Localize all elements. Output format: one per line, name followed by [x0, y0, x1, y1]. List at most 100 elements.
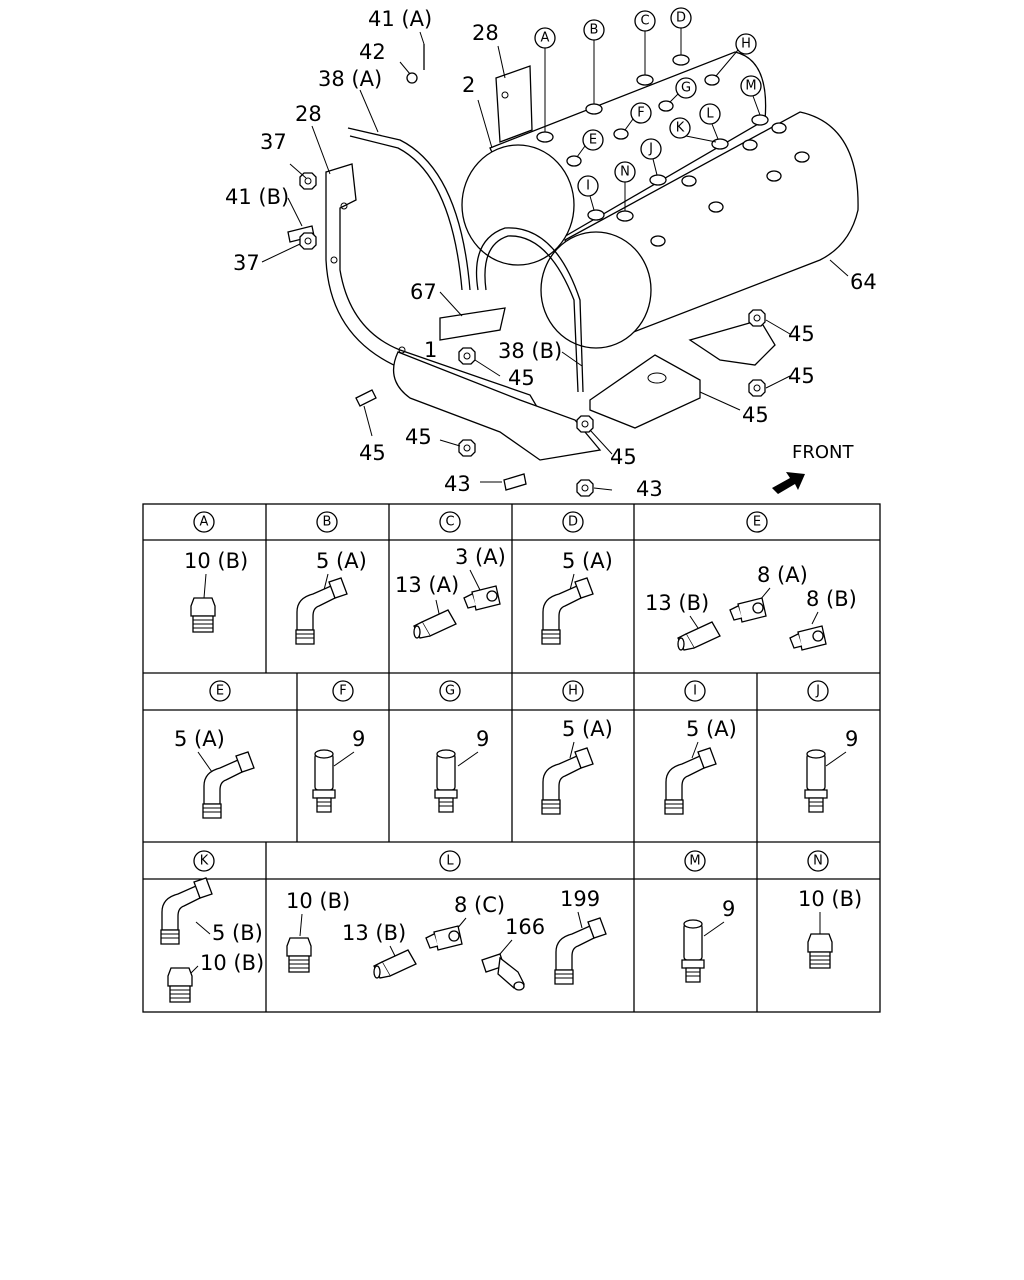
part-label: 8 (B) — [806, 587, 857, 611]
callout-label: 45 — [742, 403, 769, 427]
bracket-right — [495, 65, 533, 143]
cell-k: 5 (B) 10 (B) — [160, 877, 264, 1003]
svg-text:I: I — [586, 179, 590, 194]
callout-label: 2 — [462, 73, 475, 97]
svg-text:F: F — [637, 106, 644, 121]
callouts: 41 (A) 42 38 (A) 28 28 2 37 41 (B) 37 67… — [225, 7, 877, 501]
callout-label: 45 — [788, 364, 815, 388]
svg-text:C: C — [640, 14, 649, 29]
cell-e2: 5 (A) — [174, 727, 255, 819]
cell-l: 199 10 (B) 8 (C) 166 13 (B) — [286, 887, 607, 991]
callout-label: 37 — [260, 130, 287, 154]
svg-text:N: N — [620, 165, 630, 180]
callout-label: 67 — [410, 280, 437, 304]
callout-label: 45 — [788, 322, 815, 346]
part-label: 9 — [352, 727, 365, 751]
part-label: 13 (A) — [395, 573, 459, 597]
port-circle-l: L — [699, 103, 721, 140]
port-circle-d: D — [670, 7, 692, 55]
table-header-l: L — [439, 850, 461, 872]
part-label: 5 (A) — [562, 717, 613, 741]
port-letters: A B C D H M G F E L K J I N — [534, 7, 762, 211]
table-header-h: H — [562, 680, 584, 702]
leader-lines — [261, 31, 849, 491]
port-circle-g: G — [669, 77, 697, 103]
port-circle-i: I — [577, 175, 599, 211]
svg-text:K: K — [676, 121, 685, 136]
callout-label: 1 — [424, 338, 437, 362]
part-label: 10 (B) — [184, 549, 248, 573]
table-header-e2: E — [209, 680, 231, 702]
svg-text:C: C — [445, 515, 454, 530]
exploded-view: 41 (A) 42 38 (A) 28 28 2 37 41 (B) 37 67… — [225, 7, 877, 501]
table-header-n: N — [807, 850, 829, 872]
cell-g: 9 — [434, 727, 489, 813]
fittings-table: A B C D E E F G H I J K L M N 10 (B) 5 (… — [142, 503, 881, 1013]
part-label: 9 — [476, 727, 489, 751]
callout-label: 28 — [295, 102, 322, 126]
part-label: 10 (B) — [286, 889, 350, 913]
front-indicator: FRONT — [772, 442, 854, 494]
callout-label: 28 — [472, 21, 499, 45]
callout-label: 37 — [233, 251, 260, 275]
part-label: 5 (A) — [316, 549, 367, 573]
port-circle-m: M — [740, 75, 762, 116]
callout-label: 42 — [359, 40, 386, 64]
cell-h: 5 (A) — [541, 717, 613, 815]
part-label: 3 (A) — [455, 545, 506, 569]
svg-text:B: B — [323, 515, 332, 530]
svg-text:I: I — [693, 684, 697, 699]
table-header-f: F — [332, 680, 354, 702]
callout-label: 41 (A) — [368, 7, 432, 31]
cell-c: 3 (A) 13 (A) — [395, 545, 506, 639]
svg-text:E: E — [216, 684, 224, 699]
svg-text:M: M — [745, 79, 756, 94]
svg-text:H: H — [568, 684, 578, 699]
callout-label: 45 — [508, 366, 535, 390]
callout-label: 43 — [636, 477, 663, 501]
svg-text:F: F — [339, 684, 346, 699]
table-header-c: C — [439, 511, 461, 533]
part-label: 166 — [505, 915, 545, 939]
svg-text:K: K — [200, 854, 209, 869]
table-header-d: D — [562, 511, 584, 533]
rear-air-tank — [461, 51, 767, 266]
svg-text:A: A — [200, 515, 209, 530]
cell-n: 10 (B) — [798, 887, 862, 969]
port-circle-j: J — [640, 138, 662, 176]
part-label: 13 (B) — [342, 921, 406, 945]
cell-e: 8 (A) 8 (B) 13 (B) — [645, 563, 857, 651]
callout-label: 43 — [444, 472, 471, 496]
part-label: 5 (B) — [212, 921, 263, 945]
mounting-straps — [347, 127, 584, 393]
callout-label: 38 (B) — [498, 339, 562, 363]
callout-label: 64 — [850, 270, 877, 294]
table-header-k: K — [193, 850, 215, 872]
cell-d: 5 (A) — [541, 549, 613, 645]
cross-member — [392, 307, 776, 461]
port-circle-h: H — [715, 33, 757, 77]
svg-text:E: E — [753, 515, 761, 530]
table-header-a: A — [193, 511, 215, 533]
svg-text:D: D — [676, 11, 686, 26]
part-label: 9 — [722, 897, 735, 921]
part-label: 5 (A) — [686, 717, 737, 741]
callout-label: 41 (B) — [225, 185, 289, 209]
part-label: 10 (B) — [798, 887, 862, 911]
svg-text:D: D — [568, 515, 578, 530]
callout-label: 38 (A) — [318, 67, 382, 91]
part-label: 199 — [560, 887, 600, 911]
svg-text:N: N — [813, 854, 823, 869]
table-header-j: J — [807, 680, 829, 702]
part-label: 8 (C) — [454, 893, 505, 917]
svg-text:J: J — [815, 684, 820, 699]
port-circle-a: A — [534, 27, 556, 132]
cell-a: 10 (B) — [184, 549, 248, 633]
part-label: 5 (A) — [174, 727, 225, 751]
front-air-tank — [540, 111, 859, 349]
svg-text:B: B — [590, 23, 599, 38]
table-header-e: E — [746, 511, 768, 533]
svg-text:G: G — [445, 684, 455, 699]
part-label: 13 (B) — [645, 591, 709, 615]
part-label: 9 — [845, 727, 858, 751]
